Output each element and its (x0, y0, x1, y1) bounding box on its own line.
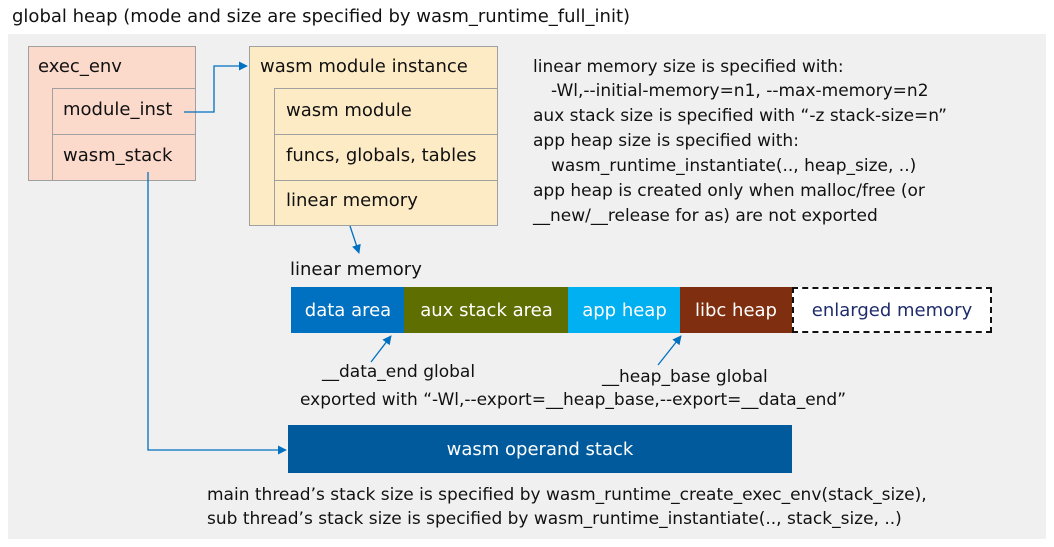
exec-env-wasm-stack-label: wasm_stack (63, 145, 173, 166)
module-instance-title: wasm module instance (260, 56, 468, 77)
exec-env-module-inst-label: module_inst (63, 99, 173, 120)
note-line: app heap is created only when malloc/fre… (533, 181, 925, 201)
exec-env-title: exec_env (38, 56, 122, 77)
export-flags-label: exported with “-Wl,--export=__heap_base,… (300, 390, 847, 410)
module-instance-row (274, 180, 498, 226)
note-line: app heap size is specified with: (533, 131, 799, 151)
data-end-label: __data_end global (322, 362, 476, 382)
memory-segment-app-heap: app heap (568, 287, 681, 333)
footer-line: sub thread’s stack size is specified by … (207, 509, 902, 529)
footer-line: main thread’s stack size is specified by… (207, 485, 927, 505)
note-line: aux stack size is specified with “-z sta… (533, 106, 947, 126)
memory-segment-libc-heap: libc heap (680, 287, 792, 333)
module-instance-row-label: wasm module (286, 100, 412, 121)
note-line: wasm_runtime_instantiate(.., heap_size, … (551, 156, 917, 176)
note-line: __new/__release for as) are not exported (533, 206, 878, 226)
module-instance-row-label: linear memory (286, 190, 418, 211)
note-line: -Wl,--initial-memory=n1, --max-memory=n2 (551, 81, 929, 101)
memory-segment-enlarged: enlarged memory (792, 287, 992, 333)
memory-segment-data-area: data area (291, 287, 405, 333)
module-instance-row-label: funcs, globals, tables (286, 145, 477, 166)
linear-memory-label: linear memory (290, 259, 422, 280)
memory-segment-aux-stack: aux stack area (404, 287, 569, 333)
module-instance-row (274, 134, 498, 181)
wasm-operand-stack: wasm operand stack (288, 425, 792, 473)
heap-base-label: __heap_base global (602, 367, 768, 387)
note-line: linear memory size is specified with: (533, 57, 844, 77)
page-title: global heap (mode and size are specified… (12, 6, 631, 27)
